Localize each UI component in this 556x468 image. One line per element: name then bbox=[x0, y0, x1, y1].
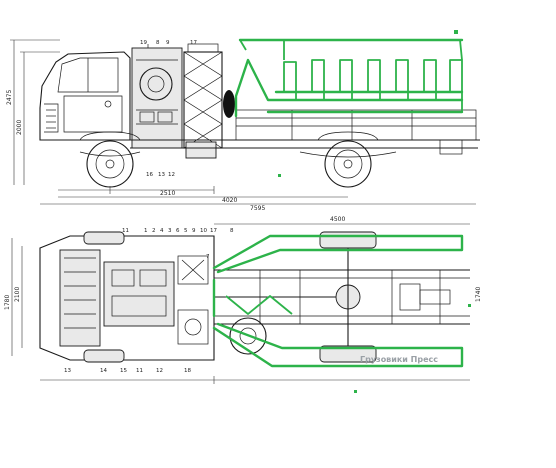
cross-braced-tower bbox=[183, 51, 223, 149]
plan-callout-6: 6 bbox=[176, 228, 180, 234]
dim-height-total: 2475 bbox=[6, 90, 13, 105]
front-wheel-side bbox=[86, 140, 134, 188]
callout-9: 9 bbox=[166, 40, 170, 46]
green-rack-side-rails bbox=[238, 38, 464, 114]
watermark-text: Грузовики Пресс bbox=[360, 355, 438, 364]
dim-width-c: 1740 bbox=[475, 287, 482, 302]
dim-overall: 7595 bbox=[250, 205, 265, 212]
front-wheel-right-plan bbox=[83, 349, 125, 363]
plan-callout-1: 1 bbox=[144, 228, 148, 234]
green-rack-side-outline bbox=[234, 58, 464, 118]
front-chassis-outline bbox=[39, 235, 215, 361]
plan-callout-5: 5 bbox=[184, 228, 188, 234]
dim-width-a: 1780 bbox=[4, 295, 11, 310]
spare-wheel-plan bbox=[229, 317, 267, 355]
green-rack-plan-bottom bbox=[212, 322, 464, 368]
front-fender bbox=[79, 131, 141, 141]
rear-wheel-side bbox=[324, 140, 372, 188]
rear-light-bracket bbox=[439, 139, 463, 155]
cab-grille bbox=[44, 103, 59, 133]
engine-pulley bbox=[139, 67, 173, 101]
plan-callout-13: 13 bbox=[64, 368, 71, 374]
cab-window bbox=[57, 57, 119, 93]
plan-callout-2: 2 bbox=[152, 228, 156, 234]
front-spring bbox=[79, 151, 141, 157]
dim-width-b: 2100 bbox=[14, 287, 21, 302]
green-dot-mid bbox=[278, 174, 281, 177]
callout-19: 19 bbox=[140, 40, 147, 46]
callout-13: 13 bbox=[158, 172, 165, 178]
rear-spring bbox=[299, 151, 397, 158]
plan-callout-17: 17 bbox=[210, 228, 217, 234]
rear-fender bbox=[317, 131, 379, 141]
radiator-block bbox=[59, 249, 101, 347]
fuel-tank-plan bbox=[177, 255, 209, 285]
dim-rear-len: 4500 bbox=[330, 216, 345, 223]
plan-callout-8: 8 bbox=[230, 228, 234, 234]
green-rack-plan-top bbox=[212, 234, 464, 274]
black-marker-blob bbox=[223, 90, 235, 118]
engine-equipment-block bbox=[131, 47, 183, 149]
battery-plan bbox=[177, 309, 209, 345]
green-rack-side-stakes bbox=[283, 59, 463, 112]
plan-callout-7: 7 bbox=[206, 254, 210, 260]
side-view: 2475 2000 bbox=[6, 30, 480, 212]
front-wheel-left-plan bbox=[83, 231, 125, 245]
callout-8: 8 bbox=[156, 40, 160, 46]
plan-callout-18: 18 bbox=[184, 368, 191, 374]
battery-box bbox=[185, 141, 217, 159]
plan-callout-14: 14 bbox=[100, 368, 107, 374]
rear-wheel-left-plan bbox=[319, 231, 377, 249]
plan-callout-9: 9 bbox=[192, 228, 196, 234]
cab-door bbox=[63, 95, 123, 133]
cargo-body-side bbox=[235, 109, 477, 141]
dim-wheelbase: 2510 bbox=[160, 190, 175, 197]
rear-wheel-right-plan bbox=[319, 345, 377, 363]
dim-front-len: 4020 bbox=[222, 197, 237, 204]
green-dot-bottom bbox=[354, 390, 357, 393]
callout-12: 12 bbox=[168, 172, 175, 178]
dim-height-body: 2000 bbox=[16, 120, 23, 135]
plan-callout-10: 10 bbox=[200, 228, 207, 234]
green-dot-top bbox=[454, 30, 458, 34]
plan-callout-12: 12 bbox=[156, 368, 163, 374]
callout-17: 17 bbox=[190, 40, 197, 46]
plan-callout-11: 11 bbox=[122, 228, 129, 234]
plan-callout-4: 4 bbox=[160, 228, 164, 234]
plan-callout-11b: 11 bbox=[136, 368, 143, 374]
plan-view: 4500 1780 2100 1740 bbox=[4, 216, 482, 393]
plan-callout-15: 15 bbox=[120, 368, 127, 374]
green-rack-plan-zigzag bbox=[225, 295, 293, 315]
plan-callout-3: 3 bbox=[168, 228, 172, 234]
callout-16: 16 bbox=[146, 172, 153, 178]
engine-plan bbox=[103, 261, 175, 327]
